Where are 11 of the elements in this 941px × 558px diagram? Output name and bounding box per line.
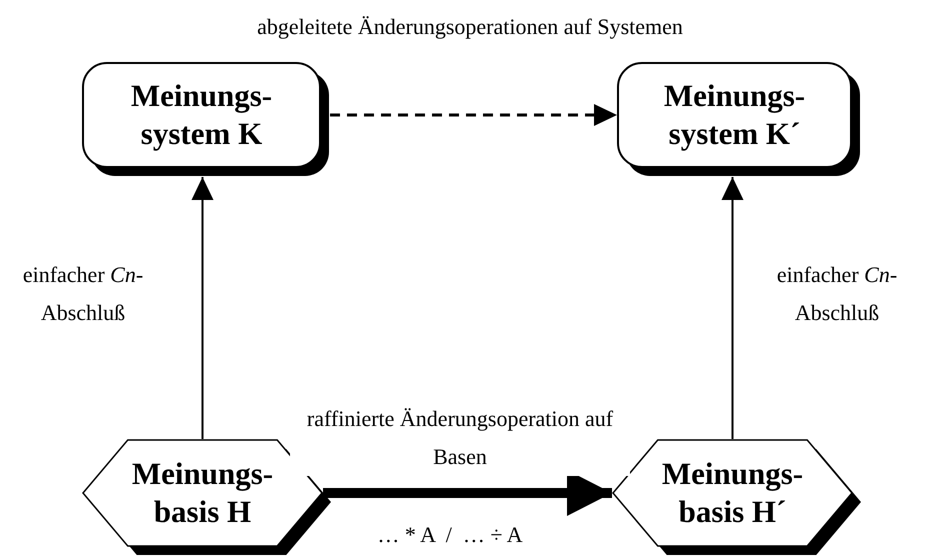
arrow [192,177,214,439]
rounded-box [617,62,861,177]
hexagon-node [612,439,862,556]
node-label: Meinungs- basis H´ [660,455,804,531]
node-label: Meinungs- basis H [130,455,274,531]
node-label: Meinungs- system K [130,77,274,153]
node-label: Meinungs- system K´ [662,77,806,153]
arrow [330,104,617,126]
hexagon-node [82,439,332,556]
arrow [722,177,744,439]
rounded-box [82,62,330,177]
